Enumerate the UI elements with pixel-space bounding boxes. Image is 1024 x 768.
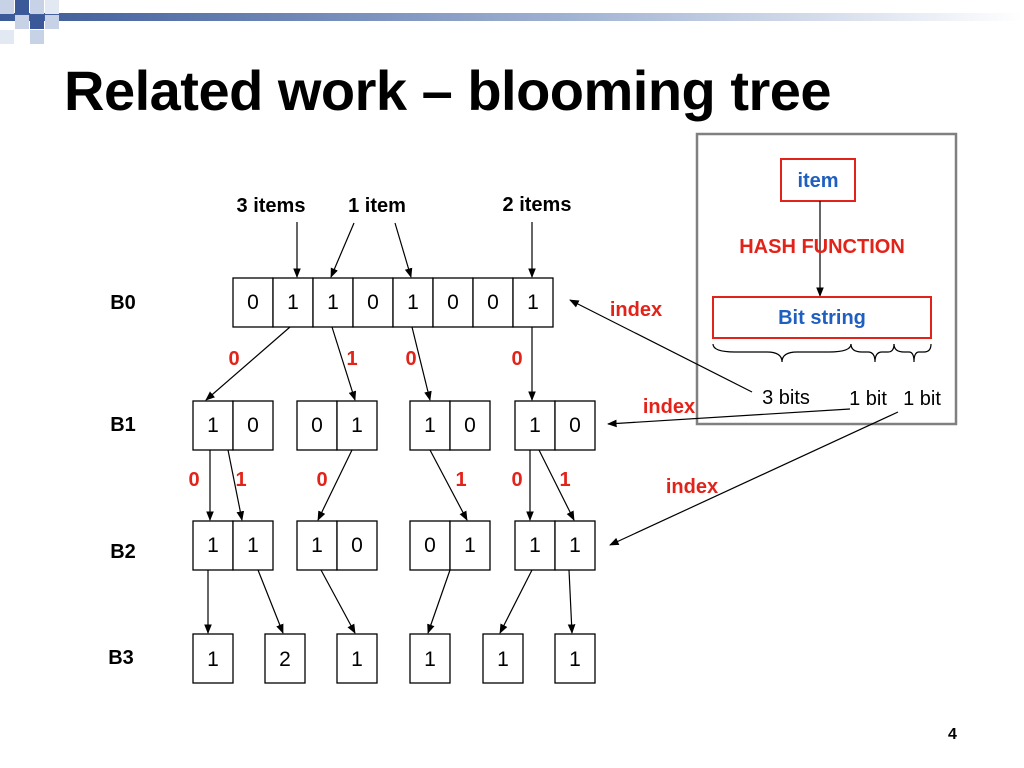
slide-title: Related work – blooming tree [64,59,832,122]
branch-label: 0 [511,348,522,370]
branch-label: 0 [511,469,522,491]
bit-cell: 1 [287,291,299,314]
counter-cell: 1 [424,648,436,671]
counter-cell: 1 [569,648,581,671]
legend-part: 1 bit [903,388,941,410]
legend-bit-string: Bit string [778,307,866,329]
bit-cell: 1 [529,414,541,437]
legend-hash-function: HASH FUNCTION [739,236,905,258]
bit-cell: 1 [527,291,539,314]
bit-cell: 0 [487,291,499,314]
branch-label: 0 [228,348,239,370]
index-label-b1: index [643,396,695,418]
bit-array-b1: 1 0 0 1 1 0 1 0 [192,400,596,451]
bit-array-b0: 0 1 1 0 1 0 0 1 [232,277,554,328]
bit-cell: 0 [367,291,379,314]
bit-cell: 1 [351,414,363,437]
insert-arrows [293,222,536,278]
branch-label: 0 [316,469,327,491]
items-label-1: 1 item [348,195,406,217]
bit-cell: 1 [311,534,323,557]
items-label-3: 3 items [237,195,306,217]
legend-part: 3 bits [762,387,810,409]
b2-to-b3-links [204,569,576,634]
row-label-b1: B1 [110,414,136,436]
branch-label: 1 [559,469,570,491]
legend-part: 1 bit [849,388,887,410]
counter-array-b3: 1 2 1 1 1 1 [192,633,596,684]
header-decoration [0,0,1024,44]
row-label-b3: B3 [108,647,134,669]
row-label-b0: B0 [110,292,136,314]
bit-cell: 1 [207,534,219,557]
bit-cell: 0 [247,414,259,437]
row-label-b2: B2 [110,541,136,563]
index-label-b2: index [666,476,718,498]
counter-cell: 1 [497,648,509,671]
index-arrows [569,299,899,546]
index-label-b0: index [610,299,662,321]
branch-label: 1 [455,469,466,491]
slide-number: 4 [948,726,957,743]
bit-cell: 1 [247,534,259,557]
bit-cell: 1 [464,534,476,557]
b0-to-b1-links [205,326,536,401]
hash-legend: item HASH FUNCTION Bit string 3 bits 1 b… [695,132,958,426]
bit-cell: 1 [424,414,436,437]
bit-cell: 0 [464,414,476,437]
b1-to-b2-links [206,449,575,521]
bit-cell: 1 [207,414,219,437]
bit-cell: 1 [407,291,419,314]
bit-array-b2: 1 1 1 0 0 1 1 1 [192,520,596,571]
bit-cell: 0 [569,414,581,437]
items-label-2: 2 items [503,194,572,216]
branch-label: 0 [405,348,416,370]
bit-cell: 1 [569,534,581,557]
bit-cell: 1 [529,534,541,557]
legend-item: item [797,170,838,192]
branch-label: 1 [235,469,246,491]
bit-cell: 0 [351,534,363,557]
branch-label: 1 [346,348,357,370]
bit-cell: 0 [311,414,323,437]
counter-cell: 1 [351,648,363,671]
counter-cell: 2 [279,648,291,671]
bit-cell: 1 [327,291,339,314]
bit-cell: 0 [447,291,459,314]
bit-cell: 0 [247,291,259,314]
branch-label: 0 [188,469,199,491]
bit-cell: 0 [424,534,436,557]
counter-cell: 1 [207,648,219,671]
